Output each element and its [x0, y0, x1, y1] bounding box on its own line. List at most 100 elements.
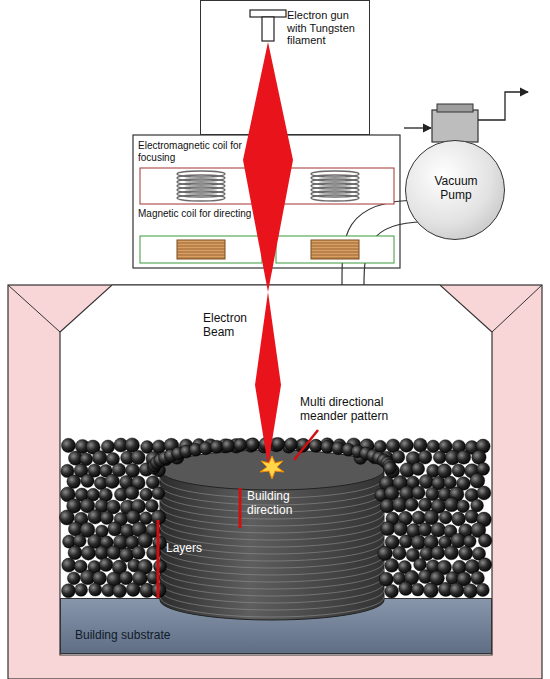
powder-particle — [380, 451, 393, 464]
powder-particle — [418, 450, 432, 464]
powder-particle — [439, 582, 453, 596]
powder-particle — [399, 535, 412, 548]
built-part-body — [160, 470, 384, 620]
powder-particle — [218, 439, 232, 453]
powder-particle — [158, 451, 171, 464]
powder-particle — [222, 439, 235, 452]
focusing-coil — [311, 179, 359, 185]
coil-label: Electromagnetic coil for focusing — [138, 140, 264, 163]
powder-particle — [465, 559, 479, 573]
powder-particle — [68, 522, 82, 536]
powder-particle — [463, 535, 476, 548]
powder-particle — [465, 488, 478, 501]
coil-winding — [177, 252, 225, 253]
powder-particle — [478, 558, 492, 572]
scan-pattern-label: Multi directional meander pattern — [300, 396, 425, 424]
powder-particle — [332, 442, 345, 455]
powder-particle — [384, 486, 399, 501]
powder-particle — [95, 546, 109, 560]
powder-particle — [457, 450, 471, 464]
focusing-coil — [177, 175, 225, 181]
powder-particle — [140, 488, 153, 501]
powder-particle — [179, 439, 193, 453]
powder-particle — [297, 438, 310, 451]
powder-particle — [386, 439, 400, 453]
powder-particle — [112, 560, 126, 574]
powder-particle — [471, 571, 485, 585]
powder-particle — [399, 582, 413, 596]
powder-particle — [375, 488, 388, 501]
powder-particle — [400, 463, 415, 478]
powder-particle — [412, 511, 426, 525]
powder-particle — [132, 522, 147, 537]
coil-winding — [177, 243, 225, 244]
pump-outlet-arrow — [478, 92, 528, 120]
powder-particle — [86, 440, 100, 454]
powder-particle — [309, 439, 322, 452]
powder-particle — [373, 451, 386, 464]
powder-particle — [398, 561, 411, 574]
powder-particle — [164, 449, 177, 462]
layer-line — [160, 590, 384, 610]
coil-box — [140, 168, 262, 204]
powder-particle — [426, 560, 440, 574]
powder-particle — [393, 546, 407, 560]
powder-particle — [471, 499, 484, 512]
powder-particle — [378, 546, 393, 561]
powder-particle — [120, 475, 134, 489]
powder-particle — [465, 441, 479, 455]
powder-particle — [210, 440, 223, 453]
focusing-coil — [311, 187, 359, 193]
powder-particle — [68, 546, 82, 560]
powder-particle — [132, 571, 147, 586]
powder-particle — [258, 440, 271, 453]
powder-particle — [269, 438, 283, 452]
node-text: Building substrate — [75, 629, 275, 643]
powder-particle — [113, 535, 128, 550]
powder-particle — [147, 546, 161, 560]
powder-particle — [67, 475, 81, 489]
powder-particle — [121, 451, 135, 465]
powder-particle — [360, 439, 375, 454]
leader-line — [157, 520, 160, 598]
powder-particle — [446, 571, 459, 584]
powder-particle — [67, 572, 80, 585]
coil-housing — [269, 135, 400, 268]
focusing-coil — [311, 175, 359, 181]
pump-inlet-arrow — [404, 127, 431, 128]
powder-particle — [151, 510, 166, 525]
powder-particle — [427, 464, 440, 477]
powder-particle — [385, 584, 399, 598]
powder-particle — [102, 584, 115, 597]
powder-particle — [282, 440, 295, 453]
powder-particle — [272, 438, 285, 451]
powder-particle — [100, 511, 113, 524]
powder-particle — [246, 438, 259, 451]
powder-particle — [107, 572, 122, 587]
powder-particle — [106, 453, 119, 466]
powder-particle — [88, 464, 101, 477]
focusing-coil — [311, 171, 359, 177]
leader-line — [239, 488, 242, 528]
powder-particle — [457, 572, 471, 586]
powder-particle — [380, 476, 395, 491]
powder-particle — [427, 440, 440, 453]
powder-particle — [244, 438, 258, 452]
powder-particle — [80, 498, 95, 513]
electron-gun-symbol — [250, 10, 286, 17]
layer-line — [160, 597, 384, 617]
coil-winding — [177, 249, 225, 250]
powder-particle — [92, 571, 106, 585]
focusing-coil — [311, 183, 359, 189]
powder-particle — [80, 522, 95, 537]
electron-gun-column: Electron gun with Tungsten filament — [200, 0, 370, 135]
built-part-top — [160, 450, 384, 490]
powder-particle — [73, 534, 86, 547]
powder-particle — [374, 440, 387, 453]
powder-particle — [386, 512, 399, 525]
powder-particle — [459, 524, 473, 538]
powder-particle — [431, 499, 445, 513]
coil-winding — [311, 258, 359, 259]
coil-box — [276, 168, 394, 204]
powder-particle — [418, 570, 432, 584]
